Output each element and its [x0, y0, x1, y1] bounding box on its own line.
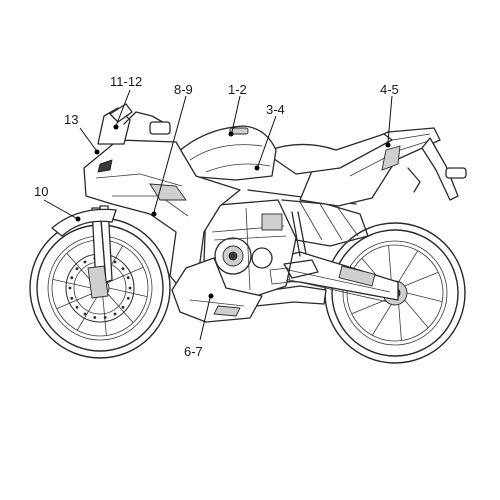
disc-hole [126, 276, 130, 280]
marker-4-5 [385, 142, 391, 148]
marker-1-2 [228, 131, 234, 137]
wheel-spoke [406, 292, 443, 302]
wheel-spoke [52, 279, 92, 289]
disc-hole [70, 276, 74, 280]
callout-3-4: 3-4 [266, 102, 285, 117]
disc-hole [68, 286, 72, 290]
wheel-spoke [398, 304, 402, 341]
disc-hole [75, 267, 79, 271]
wheel-spoke [106, 293, 134, 323]
disc-hole [93, 316, 97, 319]
callout-6-7: 6-7 [184, 344, 203, 359]
disc-hole [121, 267, 125, 271]
wheel-spoke [388, 245, 392, 282]
leader-3-4 [257, 115, 277, 167]
front-fender [51, 208, 117, 237]
disc-hole [121, 305, 125, 309]
leader-4-5 [387, 95, 393, 143]
marker-11-12 [113, 124, 119, 130]
wheel-spoke [398, 250, 419, 282]
callout-labels: 11-12 8-9 1-2 4-5 13 3-4 10 6-7 [34, 74, 399, 359]
wheel-spoke [107, 266, 144, 284]
wheel-spoke [404, 299, 429, 328]
fuel-tank [177, 125, 277, 181]
seat [263, 133, 393, 175]
belly-pan [171, 257, 263, 323]
leader-13 [79, 127, 97, 151]
leader-10 [43, 199, 77, 219]
disc-hole [103, 316, 107, 319]
marker-3-4 [254, 165, 260, 171]
rear-shock [291, 211, 307, 257]
disc-hole [113, 312, 117, 316]
disc-hole [83, 312, 87, 316]
leader-1-2 [231, 95, 241, 133]
leader-11-12 [115, 89, 131, 127]
wheel-spoke [66, 253, 94, 283]
wheel-spoke [404, 271, 439, 287]
side-fairing [83, 139, 241, 291]
front-fork [87, 205, 113, 299]
marker-6-7 [208, 293, 214, 299]
wheel-spoke [56, 292, 93, 310]
leader-6-7 [199, 297, 211, 341]
footpeg-bracket [283, 259, 319, 279]
callout-13: 13 [64, 112, 78, 127]
marker-13 [94, 149, 100, 155]
disc-hole [75, 305, 79, 309]
leader-lines [43, 89, 393, 341]
disc-hole [83, 260, 87, 264]
tail-body [299, 127, 441, 207]
callout-10: 10 [34, 184, 48, 199]
callout-11-12: 11-12 [110, 74, 142, 89]
wheel-spoke [76, 296, 98, 331]
callout-4-5: 4-5 [380, 82, 399, 97]
wheel-spoke [351, 299, 386, 315]
disc-hole [128, 286, 132, 290]
leader-8-9 [153, 95, 187, 213]
marker-10 [75, 216, 81, 222]
disc-hole [70, 296, 74, 300]
license-bracket [407, 137, 467, 201]
callout-8-9: 8-9 [174, 82, 193, 97]
disc-hole [126, 296, 130, 300]
callout-1-2: 1-2 [228, 82, 247, 97]
wheel-spoke [108, 287, 148, 297]
wheel-spoke [371, 304, 392, 336]
marker-8-9 [151, 211, 157, 217]
disc-hole [113, 260, 117, 264]
wheel-spoke [102, 296, 107, 336]
